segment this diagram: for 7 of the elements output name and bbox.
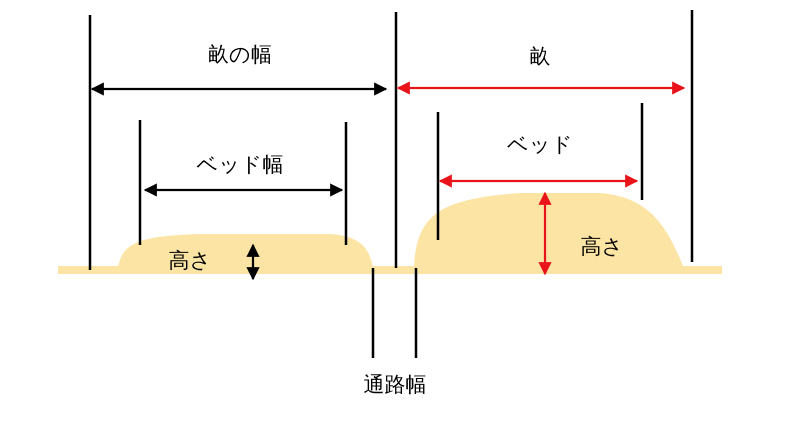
dimension-label: 高さ — [580, 235, 624, 259]
dimension-label: 高さ — [168, 249, 212, 273]
dimension-label: 畝の幅 — [208, 43, 272, 67]
dimension-label: 畝 — [530, 45, 550, 69]
dimension-label: ベッド — [507, 133, 573, 157]
dimension-label: ベッド幅 — [196, 153, 284, 177]
dimension-label: 通路幅 — [364, 373, 426, 397]
